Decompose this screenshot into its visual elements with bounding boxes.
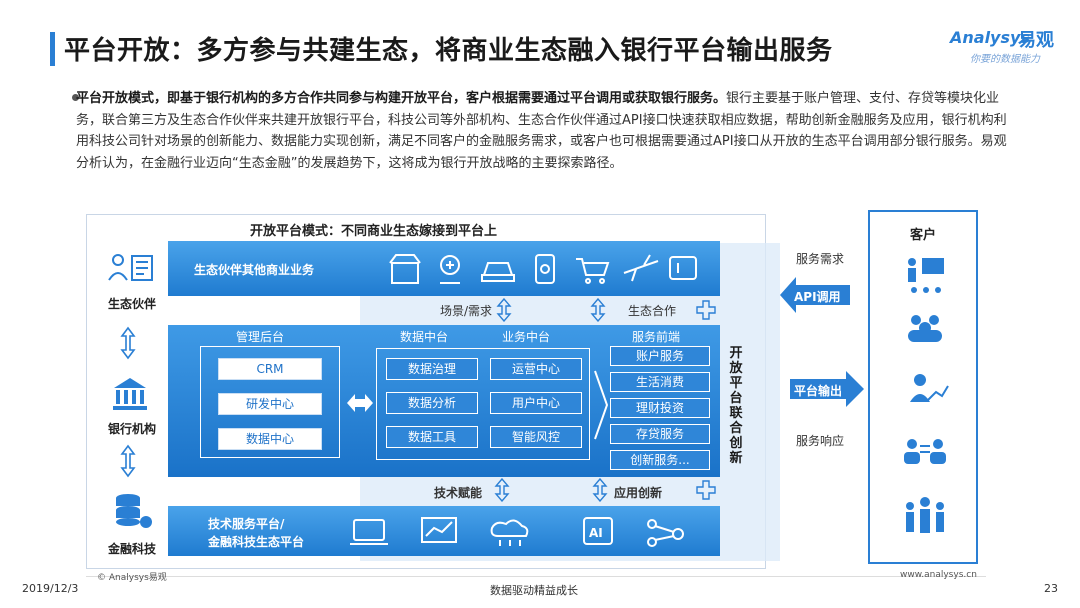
car-icon <box>481 262 515 282</box>
label-service-response: 服务响应 <box>796 434 845 448</box>
data-item-governance: 数据治理 <box>386 358 478 380</box>
tech-platform-band: 技术服务平台/ 金融科技生态平台 AI <box>168 506 720 556</box>
title-accent-bar <box>50 32 55 66</box>
updown-arrow-icon <box>496 298 512 322</box>
customer-icons <box>904 258 949 533</box>
arrow-left-api <box>780 277 850 313</box>
biz-item-risk: 智能风控 <box>490 426 582 448</box>
svg-text:AI: AI <box>589 526 603 540</box>
label-scene: 场景/需求 <box>440 304 493 318</box>
footer-url: www.analysys.cn <box>900 570 977 580</box>
diagram-title: 开放平台模式：不同商业生态嫁接到平台上 <box>250 224 498 239</box>
admin-item-crm: CRM <box>218 358 322 380</box>
front-item-wealth: 理财投资 <box>610 398 710 418</box>
mid-center-box <box>376 348 590 460</box>
mobile-icon <box>535 254 555 284</box>
brand-logo: Analysys 易观 你要的数据能力 <box>940 28 1060 68</box>
customer-panel <box>868 210 978 564</box>
biz-center-title: 业务中台 <box>502 330 551 344</box>
footer-slogan: 数据驱动精益成长 <box>490 584 578 597</box>
admin-item-data: 数据中心 <box>218 428 322 450</box>
business-people-icon <box>906 497 944 533</box>
intro-bold: 平台开放模式，即基于银行机构的多方合作共同参与构建开放平台，客户根据需要通过平台… <box>76 91 727 106</box>
cloud-network-icon <box>490 519 529 546</box>
front-item-innovation: 创新服务... <box>610 450 710 470</box>
data-item-analysis: 数据分析 <box>386 392 478 414</box>
admin-item-rd: 研发中心 <box>218 393 322 415</box>
tech-icons: AI <box>350 517 684 547</box>
cloud-laptop-icon <box>350 519 388 545</box>
plus-icon <box>696 480 716 500</box>
tech-platform-line2: 金融科技生态平台 <box>208 535 305 549</box>
partner-icon <box>108 254 153 281</box>
updown-arrow-icon <box>120 444 136 478</box>
tech-platform-line1: 技术服务平台/ <box>208 517 285 531</box>
label-eco-coop: 生态合作 <box>628 304 677 318</box>
chevron-right-icon <box>594 370 608 440</box>
customer-title: 客户 <box>909 228 936 243</box>
server-icon <box>116 494 152 528</box>
eco-business-band: 生态伙伴其他商业业务 <box>168 241 720 296</box>
intro-text: 银行主要基于账户管理、支付、存贷等模块化业务，联合第三方及生态合作伙伴来共建开放… <box>76 91 1007 171</box>
label-tech: 技术赋能 <box>434 486 483 500</box>
label-service-demand: 服务需求 <box>796 252 845 266</box>
page-number: 23 <box>1044 582 1058 595</box>
plus-icon <box>696 300 716 320</box>
growth-person-icon <box>910 374 949 402</box>
label-fintech: 金融科技 <box>107 542 156 556</box>
admin-title: 管理后台 <box>236 330 285 344</box>
front-title: 服务前端 <box>632 330 681 344</box>
footer-copyright: © Analysys易观 <box>97 573 167 583</box>
label-platform-output: 平台输出 <box>794 384 843 398</box>
front-item-account: 账户服务 <box>610 346 710 366</box>
data-item-tools: 数据工具 <box>386 426 478 448</box>
exchange-people-icon <box>904 439 946 464</box>
footer-divider <box>86 576 986 577</box>
cart-icon <box>576 258 610 284</box>
tech-platform-label: 技术服务平台/ 金融科技生态平台 <box>208 515 304 551</box>
updown-arrow-icon <box>494 478 510 502</box>
label-app: 应用创新 <box>614 486 663 500</box>
group-icon <box>908 315 942 342</box>
bank-icon <box>113 378 147 410</box>
bullet-icon <box>72 94 79 101</box>
label-eco-partner: 生态伙伴 <box>107 297 156 311</box>
biz-item-user: 用户中心 <box>490 392 582 414</box>
page-title: 平台开放：多方参与共建生态，将商业生态融入银行平台输出服务 <box>64 36 833 66</box>
nodes-icon <box>647 519 684 547</box>
shop-icon <box>389 254 421 284</box>
label-api-call: API调用 <box>794 290 841 304</box>
logo-cn: 易观 <box>1018 30 1054 51</box>
updown-arrow-icon <box>592 478 608 502</box>
intro-paragraph: 平台开放模式，即基于银行机构的多方合作共同参与构建开放平台，客户根据需要通过平台… <box>76 88 1016 174</box>
data-center-title: 数据中台 <box>400 330 449 344</box>
ai-chip-icon: AI <box>583 517 613 545</box>
logo-en: Analysys <box>950 28 1030 47</box>
biz-item-ops: 运营中心 <box>490 358 582 380</box>
presenter-icon <box>908 258 944 293</box>
logo-tagline: 你要的数据能力 <box>970 54 1040 65</box>
medical-icon <box>440 255 460 284</box>
business-icons <box>389 254 697 284</box>
admin-box <box>200 346 340 458</box>
front-item-life: 生活消费 <box>610 372 710 392</box>
updown-arrow-icon <box>120 326 136 360</box>
plane-icon <box>623 254 659 282</box>
eco-business-label: 生态伙伴其他商业业务 <box>194 263 315 277</box>
chart-board-icon <box>421 517 457 543</box>
vertical-label: 开放平台 联合创新 <box>729 346 743 466</box>
label-bank: 银行机构 <box>107 422 156 436</box>
double-arrow-icon <box>347 394 373 412</box>
finance-user-icon <box>669 256 697 280</box>
arrow-right-output <box>790 371 864 407</box>
updown-arrow-icon <box>590 298 606 322</box>
footer-date: 2019/12/3 <box>22 582 79 595</box>
front-item-loan: 存贷服务 <box>610 424 710 444</box>
